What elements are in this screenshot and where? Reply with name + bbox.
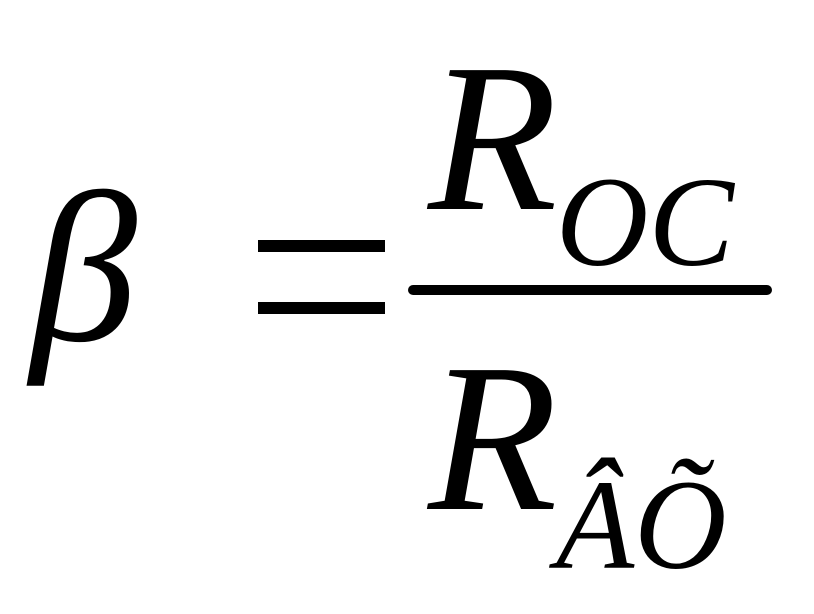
beta-symbol: β: [30, 148, 138, 387]
fraction-line: [408, 285, 772, 295]
numerator-subscript: OC: [556, 151, 734, 293]
equals-sign-top-bar: [258, 240, 385, 252]
denominator-subscript: ÂÕ: [556, 454, 727, 596]
numerator-symbol: R: [428, 20, 558, 255]
denominator-symbol: R: [428, 320, 558, 555]
equals-sign-bottom-bar: [258, 302, 385, 314]
